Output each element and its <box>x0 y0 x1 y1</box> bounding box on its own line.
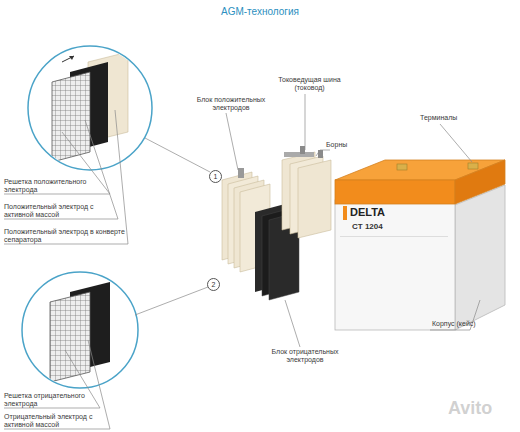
part-label: Токоведущая шина (токовод) <box>272 76 347 92</box>
callout-number: 1 <box>214 173 218 180</box>
zoom-circle <box>28 46 152 170</box>
part-label: Положительный электрод с активной массой <box>4 203 114 219</box>
leader-lines <box>4 94 480 429</box>
callout-number: 2 <box>212 281 216 288</box>
watermark: Avito <box>448 398 518 418</box>
part-label: Терминалы <box>420 114 480 122</box>
zoom-circle <box>22 272 138 388</box>
part-label: Борны <box>326 141 366 149</box>
callout-circle: 2 <box>207 278 220 291</box>
model-label: CT 1204 <box>352 222 412 231</box>
part-label: Блок отрицательных электродов <box>262 348 348 364</box>
cell-block <box>282 146 331 238</box>
part-label: Решетка отрицательного электрода <box>4 392 104 408</box>
part-label: Блок положительных электродов <box>190 96 272 112</box>
part-label: Отрицательный электрод с активной массой <box>4 413 116 429</box>
part-label: Решетка положительного электрода <box>4 178 104 194</box>
diagram-title: AGM-технология <box>221 6 299 17</box>
part-label: Положительный электрод в конверте сепара… <box>4 228 126 244</box>
brand-logo: DELTA <box>350 206 420 218</box>
callout-circle: 1 <box>209 170 222 183</box>
part-label: Корпус (кейс) <box>432 320 502 328</box>
battery-case <box>335 160 505 330</box>
